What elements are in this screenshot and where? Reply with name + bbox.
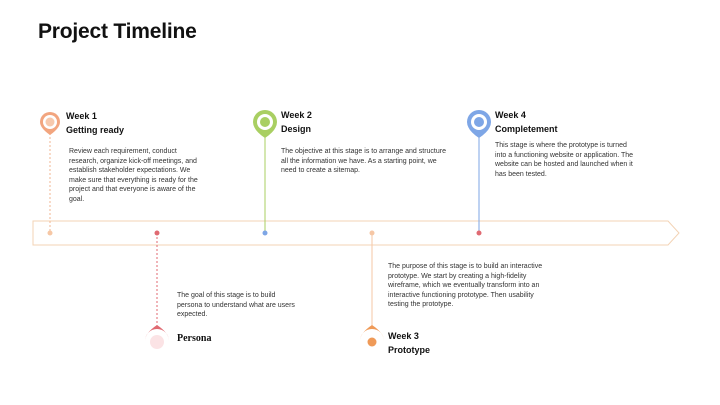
milestone-name: Getting ready [66,125,125,135]
location-pin-icon [467,110,491,138]
connector-persona [154,230,160,326]
milestone-week-label: Week 2 [281,110,312,120]
milestone-description: The goal of this stage is to build perso… [177,292,295,319]
timeline-arrow [32,220,680,246]
location-pin-icon [253,110,277,138]
milestone-description: The purpose of this stage is to build an… [388,263,543,309]
connector-week3 [369,230,375,326]
page-title: Project Timeline [38,20,197,43]
milestone-week-label: Week 1 [66,111,97,121]
milestone-name: Completement [495,124,558,134]
milestone-name: Prototype [388,345,431,355]
location-pin-icon [360,325,384,350]
milestone-description: This stage is where the prototype is tur… [495,142,634,178]
connector-week2 [262,135,268,236]
connector-week4 [476,137,482,236]
milestone-description: Review each requirement, conduct researc… [69,148,198,203]
milestone-week-label: Week 4 [495,110,526,120]
location-pin-icon [145,325,169,351]
milestone-name: Design [281,124,312,134]
location-pin-icon [40,112,60,135]
milestone-name: Persona [177,333,212,344]
connector-week1 [47,133,53,236]
milestone-description: The objective at this stage is to arrang… [281,148,446,175]
milestone-week-label: Week 3 [388,331,419,341]
